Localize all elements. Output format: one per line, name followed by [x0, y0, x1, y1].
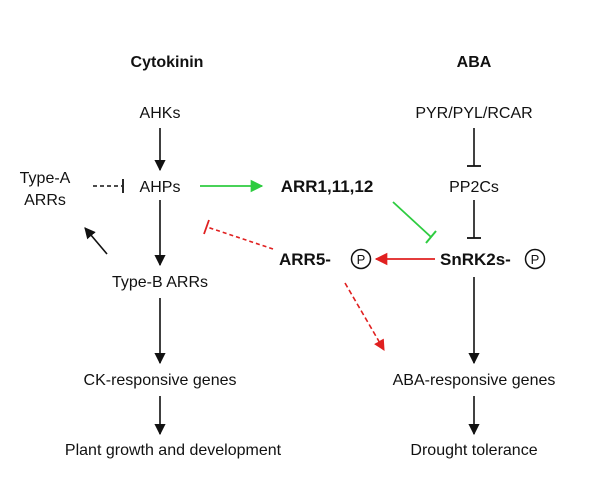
- type-a-arrs-node-line1: Type-A: [20, 170, 71, 187]
- arr5-inhibits-ahps-bar: [203, 219, 210, 235]
- pp2cs-node: PP2Cs: [449, 179, 499, 196]
- snrk2s-phospho-label: P: [531, 252, 540, 267]
- ck-responsive-genes-node: CK-responsive genes: [84, 372, 237, 389]
- cytokinin-header: Cytokinin: [131, 54, 204, 71]
- arr1-inhibits-snrk2s-bar: [425, 230, 437, 244]
- arr1-11-12-node: ARR1,11,12: [281, 177, 374, 196]
- arr5-phospho-label: P: [357, 252, 366, 267]
- arr1-inhibits-snrk2s-line: [392, 201, 432, 238]
- type-b-arrs-node: Type-B ARRs: [112, 274, 208, 291]
- aba-responsive-genes-node: ABA-responsive genes: [393, 372, 556, 389]
- ahks-node: AHKs: [140, 105, 181, 122]
- type-a-arrs-node-line2: ARRs: [24, 192, 66, 209]
- drought-tolerance-node: Drought tolerance: [410, 442, 537, 459]
- arr5-inhibits-ahps-dashed: [206, 226, 274, 250]
- plant-growth-node: Plant growth and development: [65, 442, 282, 459]
- ahps-node: AHPs: [140, 179, 181, 196]
- snrk2s-node: SnRK2s-: [440, 250, 511, 269]
- arr5-phospho-icon: P: [350, 248, 372, 270]
- arr5-to-aba-genes-dashed-arrow: [344, 282, 385, 351]
- type-b-to-type-a-arrow: [84, 227, 108, 255]
- arr5-node: ARR5-: [279, 250, 331, 269]
- snrk2s-phospho-icon: P: [524, 248, 546, 270]
- pyr-pyl-rcar-node: PYR/PYL/RCAR: [415, 105, 532, 122]
- aba-header: ABA: [457, 54, 492, 71]
